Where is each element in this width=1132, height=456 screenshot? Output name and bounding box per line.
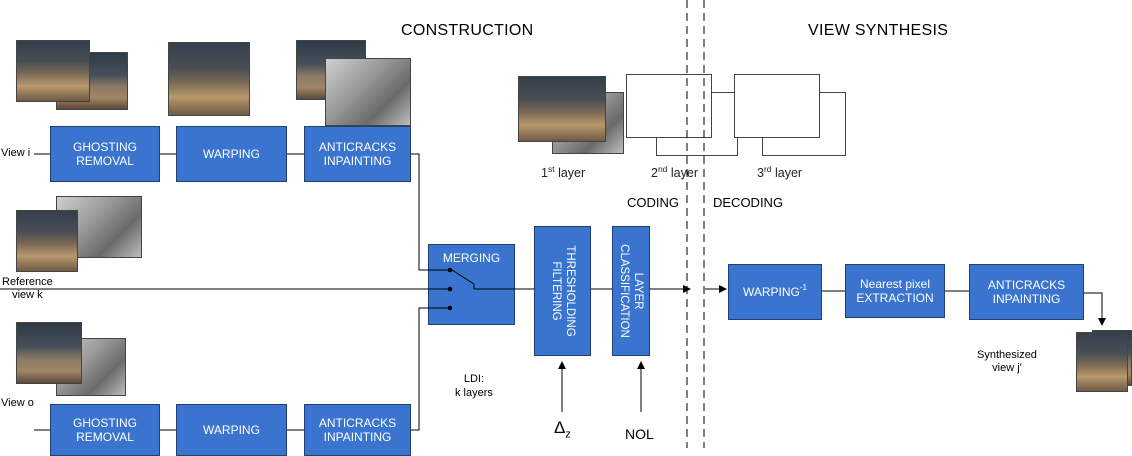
- layer-classification-box: LAYER CLASSIFICATION: [612, 226, 650, 356]
- heading-view-synthesis: VIEW SYNTHESIS: [808, 22, 949, 39]
- view-i-thumb-front: [16, 40, 90, 102]
- anticracks-thumb-front: [325, 58, 411, 126]
- label-layer-2: 2nd layer: [651, 164, 698, 181]
- top-anticracks-box: ANTICRACKS INPAINTING: [304, 126, 411, 182]
- label-delta-z: Δz: [554, 418, 571, 441]
- label-layer-1: 1st layer: [541, 164, 586, 181]
- bottom-warping-box: WARPING: [176, 404, 287, 456]
- label-layer-3: 3rd layer: [757, 164, 803, 181]
- label-nol: NOL: [625, 426, 654, 442]
- warping-thumb: [168, 42, 250, 116]
- merging-switch: [428, 267, 515, 311]
- wire-to-output: [1084, 292, 1106, 326]
- wire-bottom-to-merging: [411, 307, 446, 431]
- layer-classification-label: LAYER CLASSIFICATION: [618, 244, 644, 338]
- label-ldi: LDI: k layers: [455, 373, 493, 399]
- warping-inverse-box: WARPING-1: [728, 264, 822, 320]
- merging-label: MERGING: [442, 251, 501, 265]
- nearest-pixel-extraction-box: Nearest pixel EXTRACTION: [845, 264, 945, 318]
- label-view-o: View o: [1, 397, 34, 409]
- label-decoding: DECODING: [713, 195, 784, 210]
- bottom-ghosting-removal-box: GHOSTING REMOVAL: [50, 404, 160, 456]
- thresholding-filtering-box: THRESHOLDING FILTERING: [534, 226, 591, 356]
- synthesized-thumb-front: [1076, 332, 1128, 392]
- top-warping-box: WARPING: [176, 126, 287, 182]
- label-coding: CODING: [627, 195, 679, 210]
- thresholding-label: THRESHOLDING FILTERING: [549, 245, 576, 337]
- reference-thumb-front: [16, 210, 78, 272]
- label-view-i: View i: [1, 147, 31, 159]
- label-synthesized-view: Synthesized view j': [977, 349, 1037, 374]
- synthesis-anticracks-box: ANTICRACKS INPAINTING: [969, 264, 1084, 320]
- view-o-thumb-front: [16, 322, 82, 384]
- merging-box: MERGING: [428, 244, 515, 325]
- layer2-thumb-front: [626, 74, 712, 138]
- layer1-thumb-front: [518, 76, 606, 142]
- layer3-thumb-front: [734, 74, 820, 138]
- bottom-anticracks-box: ANTICRACKS INPAINTING: [304, 404, 411, 456]
- top-ghosting-removal-box: GHOSTING REMOVAL: [50, 126, 160, 182]
- label-reference-view-k: Reference view k: [2, 276, 53, 301]
- heading-construction: CONSTRUCTION: [401, 22, 534, 39]
